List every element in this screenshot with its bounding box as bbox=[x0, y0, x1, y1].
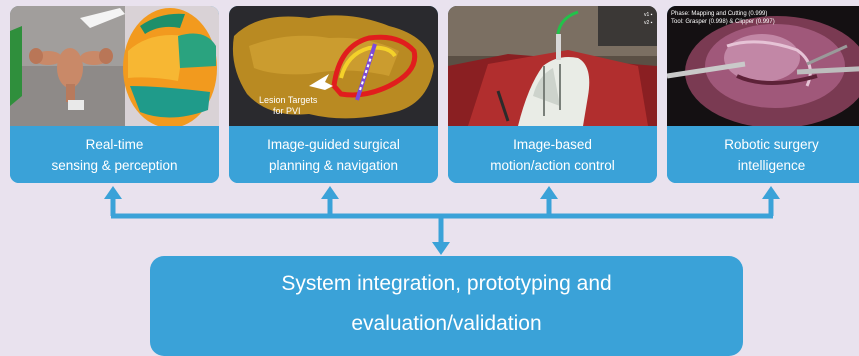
arrowhead-up bbox=[762, 186, 780, 199]
arrowhead-up bbox=[540, 186, 558, 199]
tool-readout: Tool: Grasper (0.998) & Clipper (0.997) bbox=[671, 19, 775, 25]
caption-line-2: intelligence bbox=[737, 157, 806, 173]
panel-caption: Image-based motion/action control bbox=[448, 126, 657, 183]
svg-text:v2 ▪: v2 ▪ bbox=[644, 20, 653, 26]
research-framework-diagram: Real-time sensing & perception Lesion Ta… bbox=[10, 6, 859, 356]
lesion-label-line-2: for PVI bbox=[273, 106, 301, 116]
panel-sensing-perception: Real-time sensing & perception bbox=[10, 6, 219, 183]
integration-line-2: evaluation/validation bbox=[351, 312, 542, 335]
arrowhead-up bbox=[104, 186, 122, 199]
lesion-label-line-1: Lesion Targets bbox=[259, 95, 318, 105]
caption-line-2: motion/action control bbox=[490, 157, 615, 173]
integration-line-1: System integration, prototyping and bbox=[281, 272, 612, 295]
3d-cardiac-navigation-image: Lesion Targets for PVI bbox=[229, 6, 438, 126]
panel-caption: Robotic surgery intelligence bbox=[667, 126, 859, 183]
caption-line-1: Image-guided surgical bbox=[267, 136, 400, 152]
uterus-model-and-depth-map-image bbox=[10, 6, 219, 126]
phase-readout: Phase: Mapping and Cutting (0.999) bbox=[671, 11, 767, 17]
connector-arrows bbox=[104, 186, 780, 255]
arrowhead-up bbox=[321, 186, 339, 199]
caption-line-1: Real-time bbox=[85, 136, 144, 152]
svg-text:v1 ▪: v1 ▪ bbox=[644, 12, 653, 18]
panel-surgery-intelligence: Phase: Mapping and Cutting (0.999) Tool:… bbox=[667, 6, 859, 183]
caption-line-1: Image-based bbox=[513, 136, 592, 152]
caption-line-2: planning & navigation bbox=[268, 157, 399, 173]
panel-motion-control: v1 ▪ v2 ▪ Image-based motion/action cont… bbox=[448, 6, 657, 183]
caption-line-2: sensing & perception bbox=[51, 157, 178, 173]
system-integration-box: System integration, prototyping and eval… bbox=[150, 256, 743, 356]
robotic-instrument-on-tissue-image: v1 ▪ v2 ▪ bbox=[448, 6, 657, 126]
laparoscopic-surgery-view-image: Phase: Mapping and Cutting (0.999) Tool:… bbox=[667, 6, 859, 126]
caption-line-1: Robotic surgery bbox=[724, 136, 819, 152]
panel-caption: Image-guided surgical planning & navigat… bbox=[229, 126, 438, 183]
panel-caption: Real-time sensing & perception bbox=[10, 126, 219, 183]
panel-planning-navigation: Lesion Targets for PVI Image-guided surg… bbox=[229, 6, 438, 183]
arrowhead-down bbox=[432, 242, 450, 255]
